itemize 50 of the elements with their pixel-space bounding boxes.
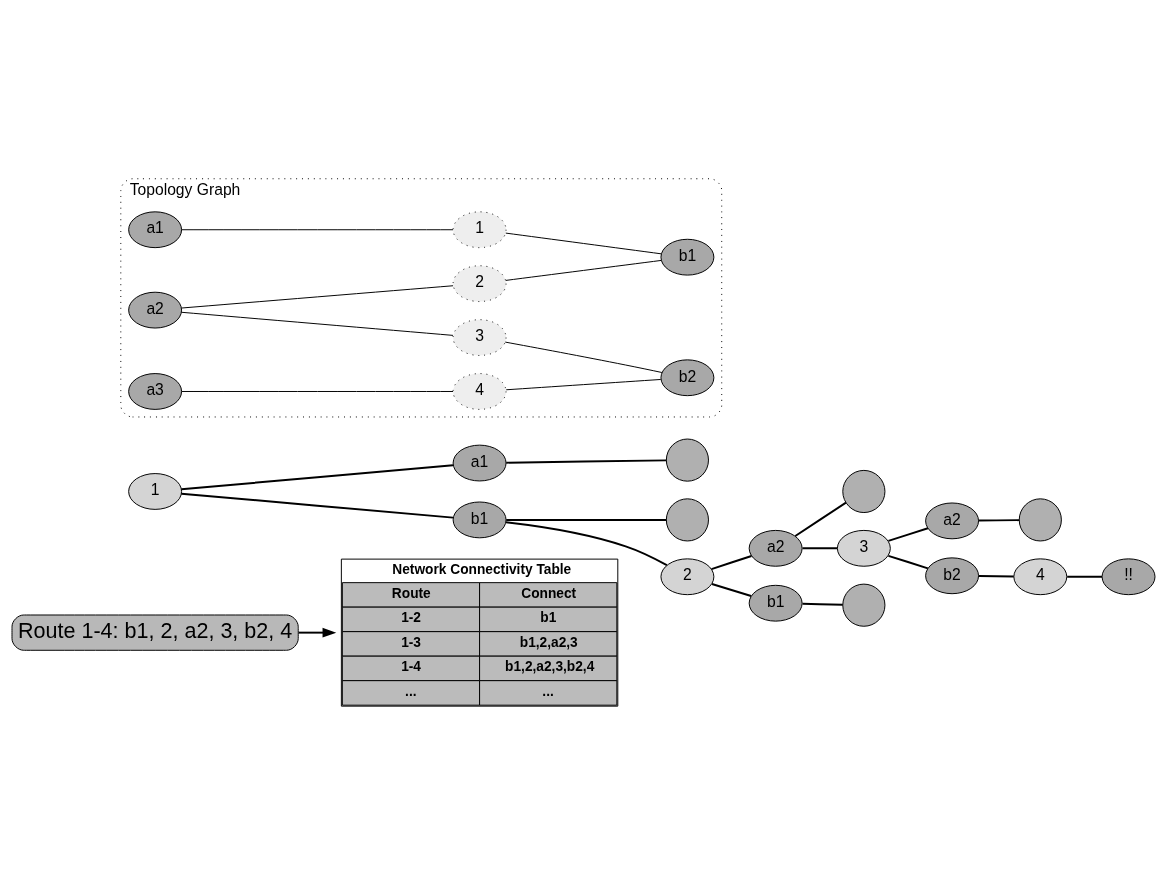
node-circle	[665, 438, 709, 482]
connector	[505, 232, 662, 255]
connector	[801, 602, 844, 606]
connector	[505, 459, 668, 464]
node-ellipse: a1	[452, 444, 507, 482]
connector	[505, 259, 662, 281]
node-ellipse: a2	[748, 529, 803, 567]
connector	[887, 554, 929, 570]
node-circle	[842, 583, 886, 627]
node-ellipse: 4	[452, 373, 507, 410]
connector	[710, 555, 753, 571]
connector	[801, 547, 839, 550]
node-ellipse: 4	[1013, 558, 1068, 596]
connector	[181, 391, 454, 392]
node-ellipse: 1	[452, 211, 507, 249]
node-ellipse: a1	[128, 211, 183, 249]
connector	[711, 583, 753, 597]
connector	[977, 575, 1015, 578]
node-circle	[1018, 498, 1062, 542]
node-ellipse: b2	[660, 359, 715, 397]
node-ellipse: 2	[452, 265, 507, 303]
connector	[505, 379, 662, 391]
connector	[181, 285, 454, 309]
node-ellipse: b1	[452, 501, 507, 539]
node-ellipse: 1	[128, 473, 183, 510]
connector	[505, 521, 668, 567]
node-ellipse: b1	[748, 584, 803, 622]
node-ellipse: b1	[660, 238, 715, 276]
connector	[794, 501, 847, 537]
connector	[180, 492, 454, 519]
node-ellipse: 3	[452, 319, 507, 356]
node-ellipse: a2	[925, 502, 980, 540]
node-ellipse: 2	[660, 558, 715, 596]
arrow	[297, 627, 337, 638]
node-circle	[665, 498, 709, 542]
node-box: Route 1-4: b1, 2, a2, 3, b2, 4	[11, 614, 299, 651]
connector	[181, 229, 454, 231]
connector	[504, 341, 663, 373]
node-ellipse: a2	[128, 291, 183, 329]
connector	[887, 527, 929, 542]
node-circle	[842, 469, 886, 514]
connector	[180, 311, 454, 336]
node-ellipse: 3	[836, 529, 891, 567]
connector	[977, 519, 1021, 522]
node-ellipse: !!	[1101, 558, 1156, 596]
connector	[505, 518, 668, 521]
node-ellipse: b2	[925, 557, 980, 595]
connector	[180, 464, 454, 491]
node-ellipse: a3	[128, 373, 183, 410]
connector	[1066, 575, 1103, 578]
